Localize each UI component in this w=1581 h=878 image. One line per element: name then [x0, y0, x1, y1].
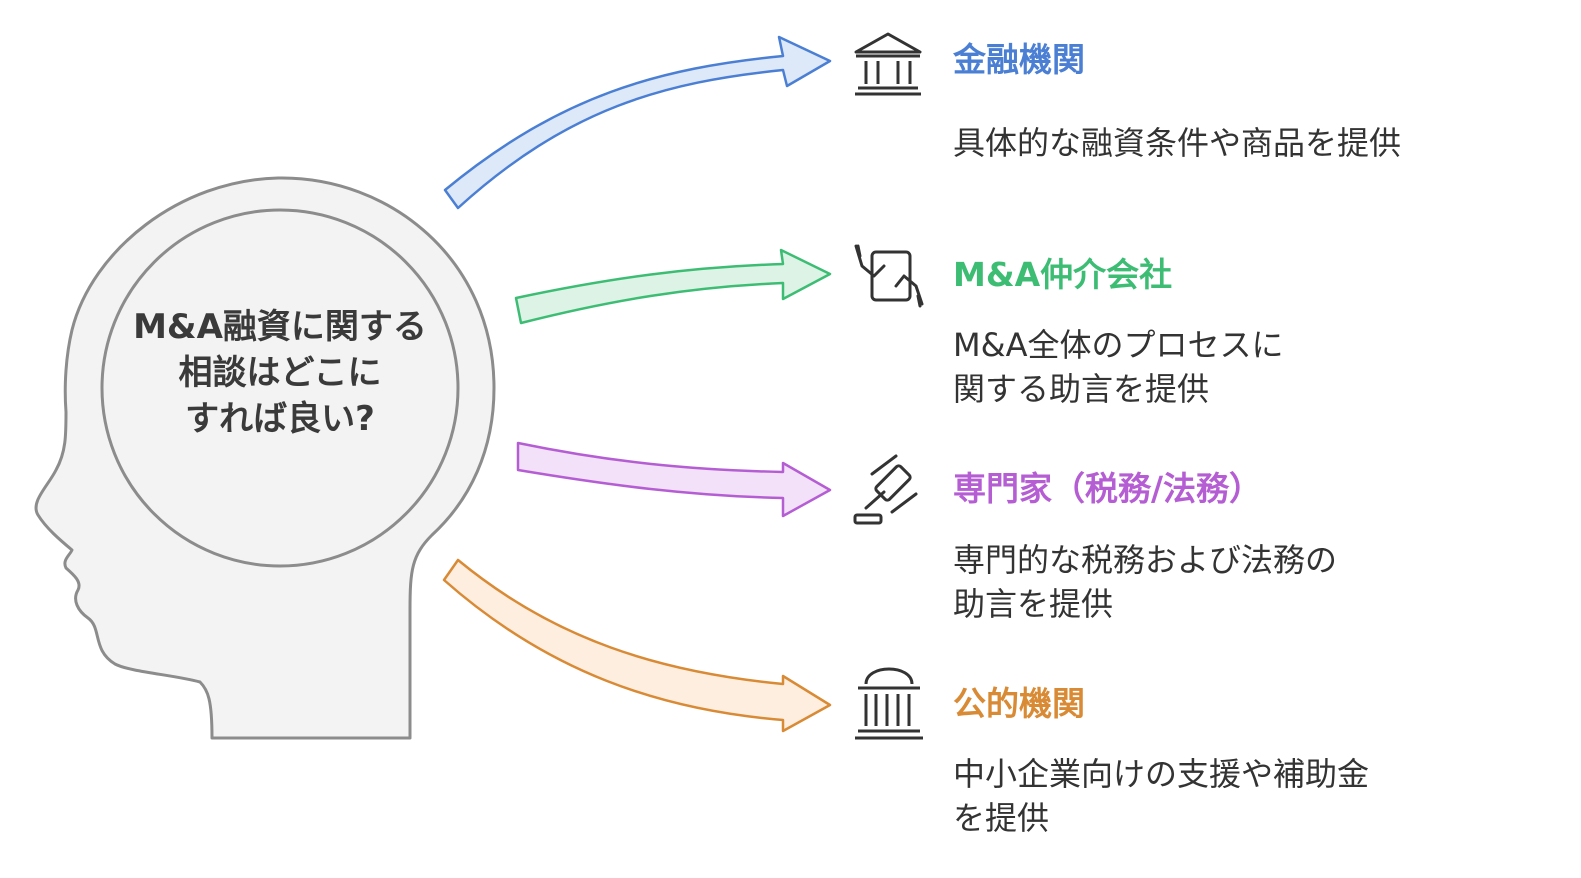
arrow-to-ma-advisor	[514, 248, 832, 325]
branch-description-ma-advisor: M&A全体のプロセスに 関する助言を提供	[953, 323, 1283, 411]
center-question-line: すれば良い?	[185, 399, 375, 439]
branch-title-financial-institution: 金融機関	[953, 40, 1085, 79]
description-line: を提供	[953, 799, 1050, 837]
description-line: 関する助言を提供	[953, 370, 1210, 408]
description-line: M&A全体のプロセスに	[953, 326, 1284, 364]
handshake-document-icon	[854, 244, 924, 308]
center-question-line: 相談はどこに	[178, 353, 382, 393]
arrow-to-financial-institution	[443, 35, 832, 210]
branch-description-specialist: 専門的な税務および法務の 助言を提供	[953, 538, 1337, 626]
bank-icon	[854, 32, 922, 96]
description-line: 具体的な融資条件や商品を提供	[953, 124, 1402, 162]
description-line: 中小企業向けの支援や補助金	[953, 755, 1370, 793]
branch-description-financial-institution: 具体的な融資条件や商品を提供	[953, 121, 1401, 165]
center-question-line: M&A融資に関する	[133, 307, 427, 347]
description-line: 専門的な税務および法務の	[953, 541, 1338, 579]
branch-title-public-institution: 公的機関	[953, 684, 1085, 723]
thought-circle	[100, 208, 460, 568]
description-line: 助言を提供	[953, 585, 1114, 623]
branch-title-specialist: 専門家（税務/法務）	[953, 469, 1263, 508]
center-question: M&A融資に関する 相談はどこに すれば良い?	[95, 304, 465, 442]
gavel-icon	[853, 454, 918, 525]
branch-description-public-institution: 中小企業向けの支援や補助金 を提供	[953, 752, 1369, 840]
government-building-icon	[855, 667, 923, 740]
branch-title-ma-advisor: M&A仲介会社	[953, 255, 1173, 294]
arrow-to-public-institution	[442, 558, 832, 733]
arrow-to-specialist	[516, 441, 832, 518]
